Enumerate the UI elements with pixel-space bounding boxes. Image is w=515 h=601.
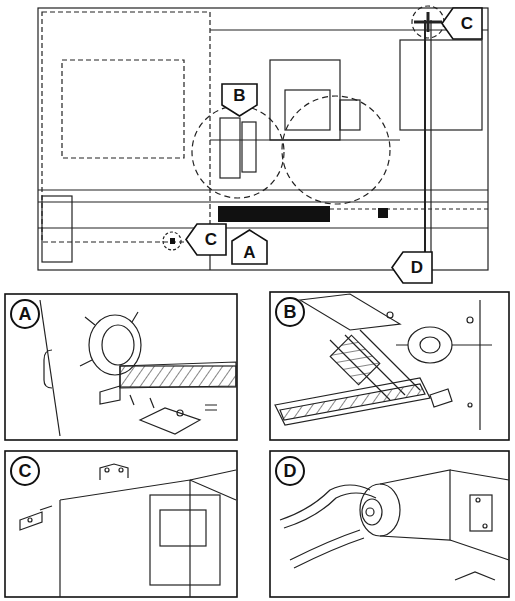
callout-arrow-outline (232, 230, 267, 264)
panel-label-circle: C (10, 456, 40, 486)
callout-letter: D (411, 259, 423, 276)
panel-d-sketch (280, 470, 509, 580)
panel-label-circle: B (275, 297, 305, 327)
callout-arrow-outline (186, 224, 226, 255)
panel-label-circle: A (10, 299, 40, 329)
panel-letter: D (284, 462, 297, 480)
spindle-bar (218, 206, 330, 222)
panel-letter: B (284, 303, 297, 321)
tailstock-mark (378, 208, 388, 218)
callout-arrow: C (186, 224, 226, 255)
panel-label-circle: D (275, 456, 305, 486)
panel-c-sketch (20, 464, 236, 597)
panel-letter: C (19, 462, 32, 480)
callout-letter: B (233, 87, 245, 104)
callout-letter: C (205, 231, 217, 248)
callout-arrow-outline (442, 8, 482, 39)
detail-panels (5, 292, 509, 597)
callout-letter: A (243, 244, 255, 261)
callout-arrow: D (392, 252, 432, 283)
panel-b-sketch (275, 294, 492, 430)
machine-overview (38, 6, 488, 270)
callout-arrow: A (232, 230, 267, 264)
callout-arrow: B (222, 84, 257, 116)
foot-mark (170, 238, 175, 244)
callout-arrow: C (442, 8, 482, 39)
callout-arrow-outline (392, 252, 432, 283)
callout-arrow-outline (222, 84, 257, 116)
panel-a-sketch (40, 300, 236, 436)
panel-letter: A (19, 305, 32, 323)
callout-letter: C (461, 15, 473, 32)
